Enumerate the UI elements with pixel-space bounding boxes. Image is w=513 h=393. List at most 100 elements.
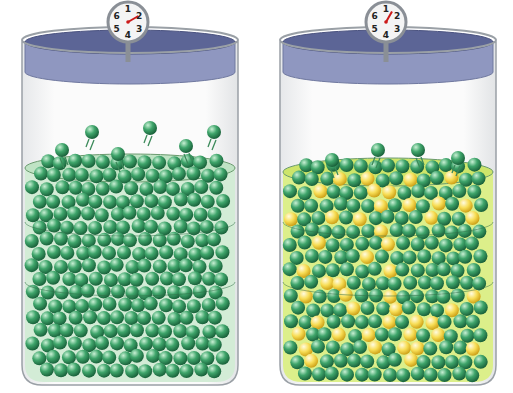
solvent-molecule bbox=[82, 364, 96, 378]
solvent-molecule bbox=[62, 272, 76, 286]
solvent-molecule bbox=[153, 363, 167, 377]
solvent-molecule bbox=[124, 181, 138, 195]
solvent-molecule bbox=[144, 194, 158, 208]
solute-molecule bbox=[397, 341, 411, 355]
solvent-molecule bbox=[318, 250, 332, 264]
solvent-molecule bbox=[125, 364, 139, 378]
solvent-molecule bbox=[54, 232, 68, 246]
solvent-molecule bbox=[88, 195, 102, 209]
motion-lines bbox=[416, 157, 424, 168]
solvent-molecule bbox=[181, 336, 195, 350]
solvent-molecule bbox=[103, 220, 117, 234]
solvent-molecule bbox=[69, 181, 83, 195]
solvent-molecule bbox=[102, 297, 116, 311]
solvent-molecule bbox=[452, 366, 466, 380]
solvent-molecule bbox=[179, 258, 193, 272]
liquid bbox=[25, 168, 235, 382]
solvent-molecule bbox=[325, 366, 339, 380]
solvent-molecule bbox=[214, 272, 228, 286]
solvent-molecule bbox=[117, 324, 131, 338]
solvent-molecule bbox=[188, 247, 202, 261]
solvent-molecule bbox=[326, 263, 340, 277]
solvent-molecule bbox=[215, 245, 229, 259]
solvent-molecule bbox=[96, 155, 110, 169]
solvent-molecule bbox=[375, 328, 389, 342]
solvent-molecule bbox=[432, 224, 446, 238]
solvent-molecule bbox=[159, 298, 173, 312]
gauge-number: 6 bbox=[111, 11, 123, 21]
solvent-molecule bbox=[95, 336, 109, 350]
solvent-molecule bbox=[327, 315, 341, 329]
solvent-molecule bbox=[216, 297, 230, 311]
gauge-number: 3 bbox=[133, 24, 145, 34]
solvent-molecule bbox=[144, 297, 158, 311]
solvent-molecule bbox=[207, 232, 221, 246]
solvent-molecule bbox=[291, 301, 305, 315]
solvent-molecule bbox=[97, 260, 111, 274]
gauge-dial bbox=[366, 2, 406, 42]
solvent-molecule bbox=[40, 232, 54, 246]
solvent-molecule bbox=[102, 246, 116, 260]
solute-molecule bbox=[360, 250, 374, 264]
solvent-molecule bbox=[304, 275, 318, 289]
solvent-molecule bbox=[376, 301, 390, 315]
solvent-molecule bbox=[208, 311, 222, 325]
solvent-molecule bbox=[305, 223, 319, 237]
solvent-molecule bbox=[439, 238, 453, 252]
solvent-molecule bbox=[55, 180, 69, 194]
solvent-molecule bbox=[424, 368, 438, 382]
solvent-molecule bbox=[75, 168, 89, 182]
solvent-molecule bbox=[68, 259, 82, 273]
solvent-molecule bbox=[96, 182, 110, 196]
solvent-molecule bbox=[472, 171, 486, 185]
solvent-molecule bbox=[346, 249, 360, 263]
motion-lines bbox=[372, 157, 380, 168]
solvent-molecule bbox=[194, 362, 208, 376]
solvent-molecule bbox=[446, 275, 460, 289]
solvent-molecule bbox=[451, 288, 465, 302]
solvent-molecule bbox=[409, 210, 423, 224]
solvent-molecule bbox=[174, 220, 188, 234]
solvent-molecule bbox=[474, 301, 488, 315]
solvent-molecule bbox=[416, 329, 430, 343]
solute-molecule bbox=[402, 198, 416, 212]
solvent-molecule bbox=[125, 286, 139, 300]
solvent-molecule bbox=[74, 324, 88, 338]
beaker-glass bbox=[22, 42, 238, 385]
solvent-molecule bbox=[110, 258, 124, 272]
solute-molecule bbox=[410, 315, 424, 329]
solute-molecule bbox=[367, 184, 381, 198]
solvent-molecule bbox=[68, 154, 82, 168]
solvent-molecule bbox=[327, 185, 341, 199]
solute-molecule bbox=[284, 212, 298, 226]
solute-molecule bbox=[431, 328, 445, 342]
solute-molecule bbox=[389, 302, 403, 316]
solvent-molecule bbox=[67, 206, 81, 220]
solvent-molecule bbox=[395, 263, 409, 277]
solvent-molecule bbox=[173, 324, 187, 338]
solvent-molecule bbox=[102, 350, 116, 364]
solvent-molecule bbox=[88, 221, 102, 235]
solvent-molecule bbox=[181, 234, 195, 248]
solvent-molecule bbox=[438, 368, 452, 382]
solute-molecule bbox=[325, 210, 339, 224]
solvent-molecule bbox=[209, 259, 223, 273]
solvent-molecule bbox=[166, 364, 180, 378]
vapor-molecule bbox=[55, 143, 69, 157]
solvent-molecule bbox=[26, 310, 40, 324]
solvent-molecule bbox=[472, 225, 486, 239]
solvent-molecule bbox=[347, 276, 361, 290]
solvent-molecule bbox=[347, 173, 361, 187]
solvent-molecule bbox=[53, 336, 67, 350]
solvent-molecule bbox=[130, 349, 144, 363]
gauge-hub bbox=[126, 20, 130, 24]
solvent-molecule bbox=[88, 298, 102, 312]
solvent-molecule bbox=[332, 225, 346, 239]
solvent-molecule bbox=[95, 208, 109, 222]
solvent-molecule bbox=[368, 367, 382, 381]
solvent-molecule bbox=[138, 232, 152, 246]
motion-lines bbox=[144, 135, 152, 146]
solvent-molecule bbox=[214, 167, 228, 181]
solvent-molecule bbox=[172, 167, 186, 181]
